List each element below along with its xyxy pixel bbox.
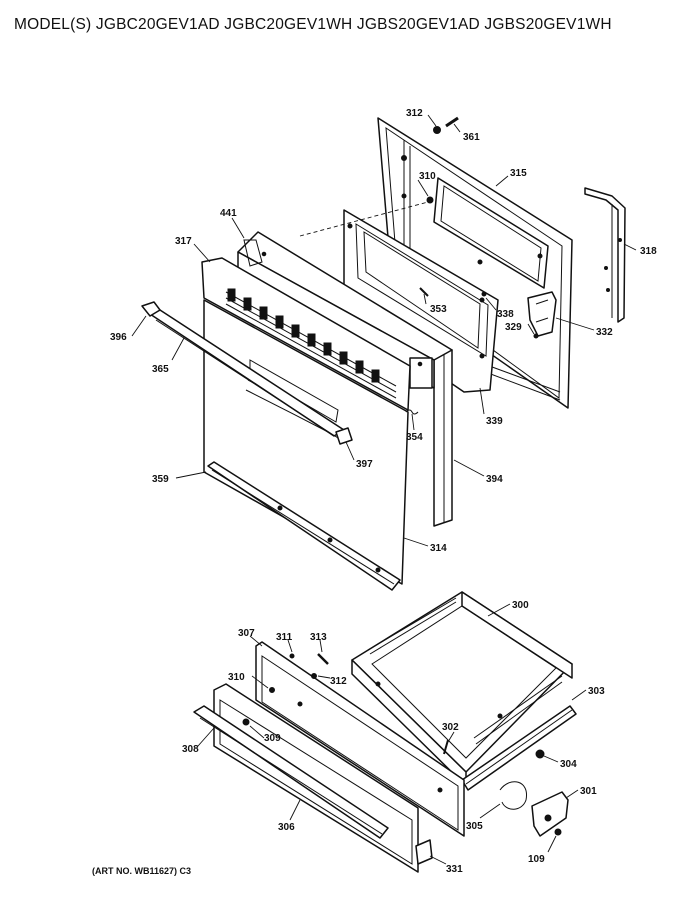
fastener-109 bbox=[554, 828, 562, 836]
label-317: 317 bbox=[175, 236, 192, 247]
fastener-311 bbox=[289, 653, 295, 659]
label-312-bottom: 312 bbox=[330, 676, 347, 687]
leader-lines bbox=[131, 114, 637, 865]
label-318: 318 bbox=[640, 246, 657, 257]
screw-338 bbox=[481, 291, 487, 297]
side-trim-318 bbox=[584, 187, 626, 323]
label-394: 394 bbox=[486, 474, 503, 485]
handle-end-cap-396 bbox=[141, 301, 161, 317]
handle-end-cap-397 bbox=[335, 427, 353, 445]
drawer-handle-306 bbox=[193, 705, 389, 839]
spring-354 bbox=[405, 409, 419, 415]
label-309: 309 bbox=[264, 733, 281, 744]
vent-panel-317 bbox=[201, 257, 411, 411]
assembly-guide-line bbox=[299, 201, 429, 237]
door-back-panel-315 bbox=[377, 117, 573, 409]
fastener-312-top bbox=[433, 126, 441, 134]
label-109: 109 bbox=[528, 854, 545, 865]
label-397: 397 bbox=[356, 459, 373, 470]
label-396: 396 bbox=[110, 332, 127, 343]
label-441: 441 bbox=[220, 208, 237, 219]
fastener-302 bbox=[443, 739, 449, 755]
fastener-304 bbox=[535, 749, 545, 759]
label-306: 306 bbox=[278, 822, 295, 833]
label-310-bottom: 310 bbox=[228, 672, 245, 683]
label-329: 329 bbox=[505, 322, 522, 333]
label-315: 315 bbox=[510, 168, 527, 179]
wire-spring-305 bbox=[499, 781, 527, 810]
label-302: 302 bbox=[442, 722, 459, 733]
label-354: 354 bbox=[406, 432, 423, 443]
label-359: 359 bbox=[152, 474, 169, 485]
label-304: 304 bbox=[560, 759, 577, 770]
label-314: 314 bbox=[430, 543, 447, 554]
label-310-top: 310 bbox=[419, 171, 436, 182]
fastener-312-bottom bbox=[311, 673, 317, 679]
label-312-top: 312 bbox=[406, 108, 423, 119]
label-307: 307 bbox=[238, 628, 255, 639]
fastener-310-bottom bbox=[269, 687, 275, 693]
callout-labels: 312 361 310 315 441 317 318 396 353 338 … bbox=[110, 108, 657, 875]
fastener-310-top bbox=[426, 196, 434, 204]
label-353: 353 bbox=[430, 304, 447, 315]
label-300: 300 bbox=[512, 600, 529, 611]
label-301: 301 bbox=[580, 786, 597, 797]
label-313: 313 bbox=[310, 632, 327, 643]
screw-353 bbox=[419, 287, 429, 297]
side-channel-394 bbox=[433, 349, 453, 527]
label-311: 311 bbox=[276, 632, 293, 643]
label-305: 305 bbox=[466, 821, 483, 832]
fastener-309 bbox=[242, 718, 250, 726]
drawer-rail-303 bbox=[461, 705, 577, 791]
bottom-trim-359 bbox=[207, 461, 401, 591]
label-303: 303 bbox=[588, 686, 605, 697]
label-338: 338 bbox=[497, 309, 514, 320]
screw-361 bbox=[445, 116, 459, 128]
label-308: 308 bbox=[182, 744, 199, 755]
drawer-body-300 bbox=[351, 591, 573, 787]
screw-329 bbox=[533, 333, 539, 339]
model-title: MODEL(S) JGBC20GEV1AD JGBC20GEV1WH JGBS2… bbox=[14, 16, 612, 33]
end-cap-331 bbox=[415, 839, 433, 865]
label-331: 331 bbox=[446, 864, 463, 875]
bracket-301 bbox=[531, 791, 569, 837]
label-332: 332 bbox=[596, 327, 613, 338]
screw-313 bbox=[317, 653, 329, 665]
drawer-front-panel-307 bbox=[255, 641, 465, 837]
hinge-bracket-332 bbox=[527, 291, 557, 337]
art-number: (ART NO. WB11627) C3 bbox=[92, 866, 192, 876]
label-339: 339 bbox=[486, 416, 503, 427]
label-361: 361 bbox=[463, 132, 480, 143]
label-365: 365 bbox=[152, 364, 169, 375]
